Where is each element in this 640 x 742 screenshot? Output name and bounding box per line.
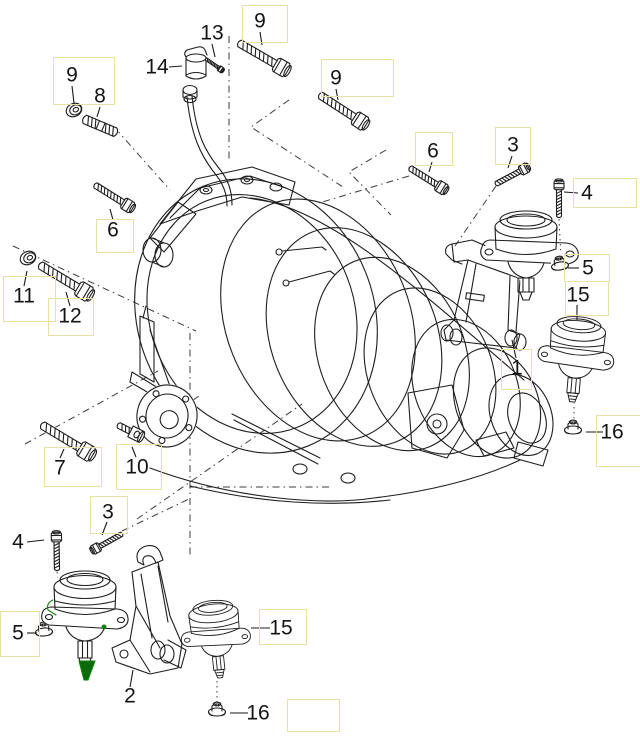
guide-line — [136, 403, 303, 520]
callout-hotspot-16[interactable] — [287, 699, 340, 732]
callout-13[interactable]: 13 — [200, 21, 224, 45]
guide-line — [348, 149, 392, 216]
callout-hotspot-6[interactable] — [96, 219, 134, 253]
stud-8-glyph — [79, 113, 121, 139]
callout-hotspot-15[interactable] — [259, 609, 307, 645]
bolt-6-left-glyph — [90, 179, 138, 215]
callout-leader-8 — [96, 106, 101, 118]
callout-3[interactable]: 3 — [102, 500, 114, 524]
bolt-4-bottom-left-glyph — [50, 530, 63, 572]
callout-leader-14 — [168, 65, 183, 68]
callout-leader-6 — [428, 161, 433, 173]
callout-hotspot-7[interactable] — [44, 447, 102, 487]
callout-leader-9 — [71, 85, 75, 104]
nut-16-right-glyph — [563, 419, 583, 436]
callout-15[interactable]: 15 — [566, 283, 590, 307]
callout-hotspot-12[interactable] — [48, 298, 94, 336]
leader-lines-layer — [23, 31, 603, 714]
guide-line — [121, 498, 190, 532]
callout-leader-12 — [65, 291, 71, 307]
callout-hotspot-9[interactable] — [53, 57, 115, 105]
transmission-mount-bracket-2 — [111, 545, 187, 675]
callout-8[interactable]: 8 — [94, 84, 106, 108]
callout-leader-13 — [211, 43, 216, 58]
callout-leader-6 — [109, 208, 114, 221]
callout-3[interactable]: 3 — [507, 133, 519, 157]
callout-10[interactable]: 10 — [125, 455, 149, 479]
bolt-4-right-glyph — [553, 178, 565, 218]
callout-hotspot-4[interactable] — [573, 178, 637, 208]
callout-7[interactable]: 7 — [54, 456, 66, 480]
callout-hotspot-3[interactable] — [90, 496, 128, 534]
callout-hotspot-16[interactable] — [596, 415, 640, 467]
callout-16[interactable]: 16 — [600, 420, 624, 444]
callout-4[interactable]: 4 — [581, 181, 593, 205]
callout-14[interactable]: 14 — [145, 55, 169, 79]
callout-hotspot-6[interactable] — [415, 132, 453, 166]
callout-4[interactable]: 4 — [12, 530, 24, 554]
callout-1[interactable]: 1 — [511, 356, 523, 380]
mount-15-bottom-center-glyph — [176, 594, 256, 683]
callout-leader-9 — [335, 88, 339, 101]
callout-15[interactable]: 15 — [269, 616, 293, 640]
guide-line — [318, 175, 410, 204]
callout-6[interactable]: 6 — [427, 139, 439, 163]
callout-hotspot-5[interactable] — [0, 611, 40, 657]
callout-hotspot-10[interactable] — [116, 444, 162, 490]
callout-9[interactable]: 9 — [330, 66, 342, 90]
callout-leader-4 — [26, 539, 45, 543]
callout-5[interactable]: 5 — [582, 256, 594, 280]
fasteners — [16, 35, 619, 718]
callout-leader-10 — [131, 446, 137, 458]
washer-11-glyph — [16, 247, 40, 269]
highlighted-mount-2 — [40, 567, 130, 681]
callout-leader-4 — [563, 191, 579, 194]
transmission-case — [129, 84, 554, 504]
callout-leader-2 — [129, 669, 134, 688]
callout-2[interactable]: 2 — [124, 684, 136, 708]
callout-hotspot-9[interactable] — [321, 59, 394, 97]
callout-leader-7 — [59, 448, 65, 459]
callout-11[interactable]: 11 — [13, 284, 35, 308]
callout-hotspot-9[interactable] — [242, 5, 288, 43]
callout-16[interactable]: 16 — [246, 701, 270, 725]
callout-12[interactable]: 12 — [58, 304, 82, 328]
callout-9[interactable]: 9 — [66, 63, 78, 87]
callout-hotspot-3[interactable] — [495, 127, 531, 165]
callout-hotspot-1[interactable] — [501, 349, 532, 390]
bolt-6-top-right-glyph — [405, 162, 451, 197]
callout-leader-3 — [101, 521, 108, 536]
callout-hotspot-15[interactable] — [565, 281, 609, 316]
guide-line — [12, 245, 197, 332]
callout-5[interactable]: 5 — [12, 621, 24, 645]
nut-16-bottom-center-glyph — [207, 701, 227, 718]
callout-9[interactable]: 9 — [254, 9, 266, 33]
hose-clamp-14-glyph — [184, 46, 208, 80]
callout-hotspot-11[interactable] — [3, 276, 56, 322]
guide-line — [250, 99, 344, 188]
bolt-3-right-glyph — [492, 161, 533, 190]
guide-line — [114, 127, 171, 191]
dipstick-tube — [186, 96, 228, 207]
guide-line — [454, 185, 497, 247]
callout-leader-11 — [23, 270, 28, 287]
callout-6[interactable]: 6 — [107, 218, 119, 242]
callout-leader-3 — [507, 155, 513, 169]
mount-15-right-glyph — [533, 310, 619, 407]
engine-mount-top-right — [480, 208, 579, 301]
